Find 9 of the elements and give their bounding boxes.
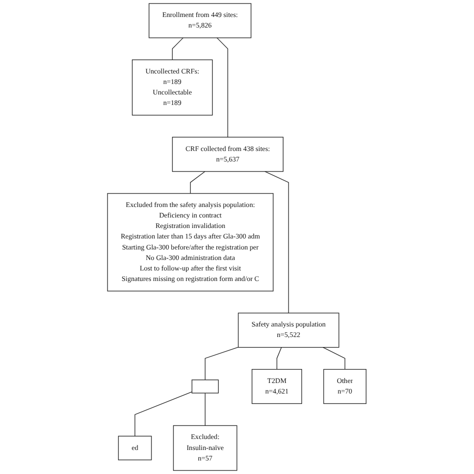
connector — [205, 392, 206, 426]
connector — [190, 171, 206, 194]
connector — [322, 347, 346, 370]
connector — [216, 38, 228, 138]
connector — [172, 38, 184, 60]
node-box — [192, 380, 219, 394]
connector — [276, 347, 282, 370]
connector — [134, 391, 192, 436]
connector — [264, 171, 290, 314]
